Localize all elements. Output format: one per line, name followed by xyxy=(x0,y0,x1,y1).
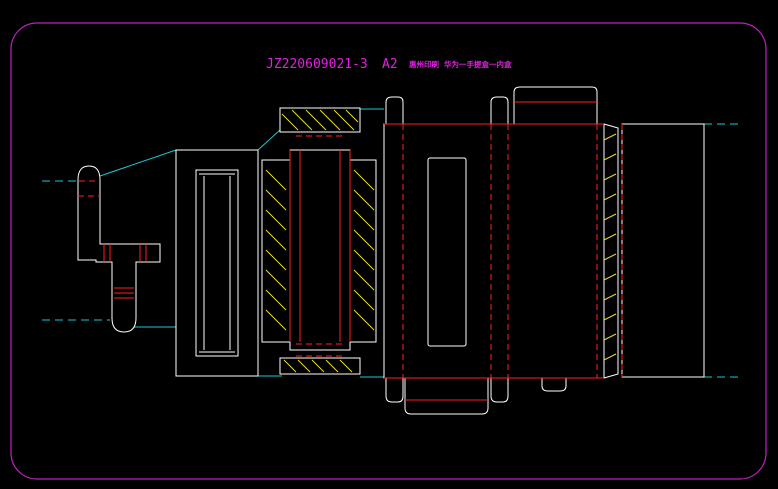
end-panel xyxy=(603,123,705,379)
drawing-title-size: A2 xyxy=(382,57,398,72)
drawing-title-note-2: 华为一手提盒一内盒 xyxy=(444,59,512,69)
handle-tab xyxy=(77,165,161,333)
bleed-lines xyxy=(42,108,738,378)
drawing-frame xyxy=(10,22,767,480)
window-panel xyxy=(175,149,259,377)
main-body xyxy=(383,86,605,415)
drawing-title-note-1: 惠州印刷 xyxy=(409,59,439,69)
glue-column xyxy=(261,107,377,375)
drawing-title-code: JZ220609021-3 xyxy=(266,57,368,72)
glue-hatch xyxy=(265,109,375,373)
